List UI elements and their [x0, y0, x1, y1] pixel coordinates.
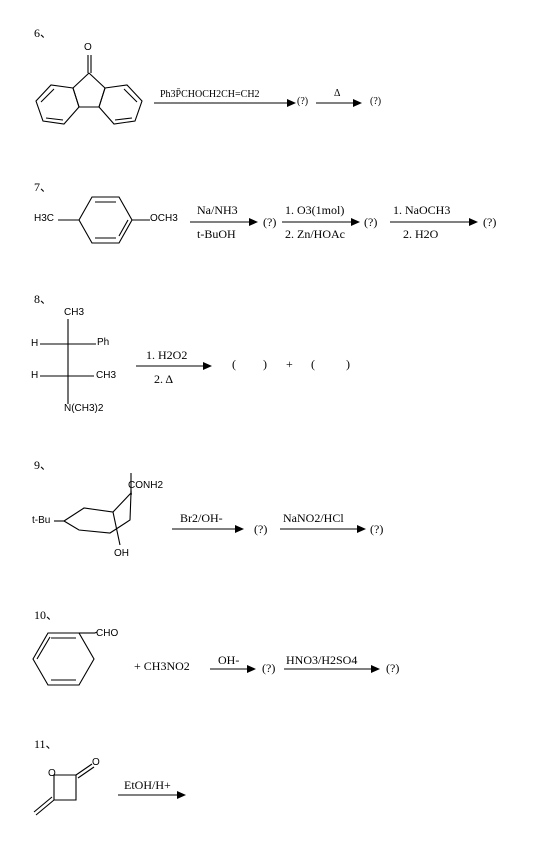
atom-label: O [84, 42, 92, 53]
product-unknown: (?) [364, 215, 378, 229]
atom-label: CH3 [96, 370, 117, 381]
reagent-label: OH- [218, 653, 240, 667]
atom-label: CH3 [64, 307, 85, 318]
reagent-label: 2. Δ [154, 372, 174, 386]
atom-label: OH [114, 548, 129, 559]
product-bracket: ) [263, 357, 267, 371]
product-unknown: (?) [262, 661, 276, 675]
reagent-label: HNO3/H2SO4 [286, 653, 358, 667]
reagent-label: Na/NH3 [197, 203, 238, 217]
product-unknown: (?) [483, 215, 497, 229]
atom-label: CONH2 [128, 480, 164, 491]
atom-label: H3C [34, 213, 55, 224]
product-unknown: (?) [386, 661, 400, 675]
problem-number: 8、 [34, 292, 53, 306]
product-unknown: (?) [297, 96, 309, 107]
product-bracket: ( [232, 357, 236, 371]
atom-label: Ph [97, 337, 110, 348]
problem-number: 9、 [34, 458, 53, 472]
atom-label: OCH3 [150, 213, 178, 224]
atom-label: CHO [96, 628, 119, 639]
atom-label: H [31, 370, 39, 381]
product-unknown: (?) [254, 522, 268, 536]
reagent-label: 1. O3(1mol) [285, 203, 345, 217]
atom-label: H [31, 338, 39, 349]
reagent-label: EtOH/H+ [124, 778, 171, 792]
reagent-label: 1. NaOCH3 [393, 203, 451, 217]
problem-number: 6、 [34, 26, 53, 40]
reagent-label: 1. H2O2 [146, 348, 188, 362]
atom-label: O [48, 768, 56, 779]
problem-number: 10、 [34, 608, 59, 622]
plus-sign: + [286, 357, 293, 371]
product-bracket: ) [346, 357, 350, 371]
problem-number: 11、 [34, 737, 58, 751]
atom-label: N(CH3)2 [64, 403, 104, 414]
product-unknown: (?) [370, 96, 382, 107]
product-unknown: (?) [263, 215, 277, 229]
reagent-label: 2. H2O [403, 227, 439, 241]
product-bracket: ( [311, 357, 315, 371]
reagent-label: Br2/OH- [180, 511, 223, 525]
atom-label: t-Bu [32, 515, 51, 526]
reagent-label: t-BuOH [197, 227, 236, 241]
reagent-label: NaNO2/HCl [283, 511, 344, 525]
reagent-label: 2. Zn/HOAc [285, 227, 345, 241]
reagent-label: Δ [334, 88, 341, 99]
reagent-label: Ph3P̄CHOCH2CH=CH2 [160, 89, 260, 100]
product-unknown: (?) [370, 522, 384, 536]
atom-label: O [92, 757, 100, 768]
problem-number: 7、 [34, 180, 53, 194]
reagent-label: + CH3NO2 [134, 659, 190, 673]
